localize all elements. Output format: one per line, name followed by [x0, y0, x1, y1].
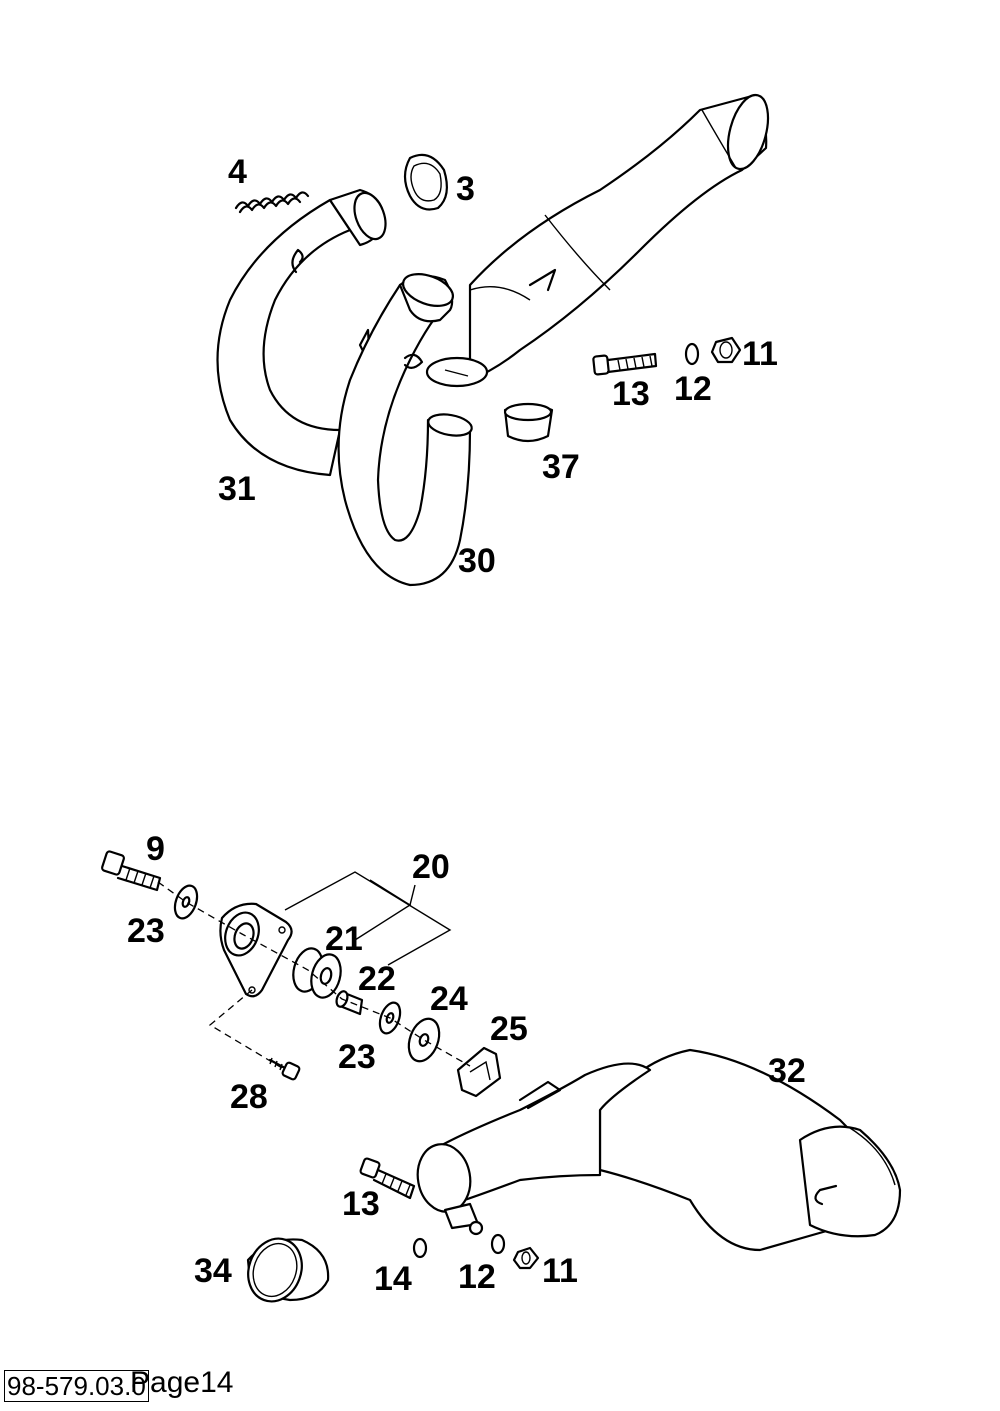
- callout-28: 28: [230, 1078, 268, 1116]
- callout-30: 30: [458, 542, 496, 580]
- collar-37-part: [503, 402, 554, 443]
- assembly-lines: [157, 881, 471, 1069]
- muffler-32-part: [598, 1048, 902, 1252]
- washer-14-part: [412, 1237, 428, 1259]
- callout-24: 24: [430, 980, 468, 1018]
- spring-part: [234, 191, 310, 214]
- callout-13-bottom: 13: [342, 1185, 380, 1223]
- callout-37: 37: [542, 448, 580, 486]
- gasket-part: [403, 153, 449, 211]
- callout-21: 21: [325, 920, 363, 958]
- pipe-joint-part: [425, 356, 489, 388]
- callout-14: 14: [374, 1260, 412, 1298]
- drawing-reference-number: 98-579.03.0: [4, 1370, 149, 1402]
- callout-4: 4: [228, 153, 247, 191]
- silencer-pipe-part: [416, 1062, 652, 1236]
- expansion-chamber-part: [468, 93, 770, 382]
- callout-9: 9: [146, 830, 165, 868]
- callout-11-top: 11: [742, 335, 778, 373]
- header-pipe-30-part: [337, 273, 473, 587]
- washer-12-top-part: [684, 342, 700, 366]
- rubber-grommet-21-part: [292, 947, 342, 999]
- bolt-28-part: [268, 1057, 301, 1081]
- callout-23-b: 23: [338, 1038, 376, 1076]
- washer-24-hole: [418, 1033, 430, 1047]
- callout-12-bottom: 12: [458, 1258, 496, 1296]
- bolt-9-part: [101, 850, 162, 892]
- callout-13-top: 13: [612, 375, 650, 413]
- nut-11-bottom-part: [512, 1246, 540, 1270]
- leader-lines-20: [284, 871, 452, 966]
- callout-34: 34: [194, 1252, 232, 1290]
- callout-23-a: 23: [127, 912, 165, 950]
- callout-3: 3: [456, 170, 475, 208]
- sleeve-34-part: [246, 1237, 330, 1303]
- callout-11-bottom: 11: [542, 1252, 578, 1290]
- callout-22: 22: [358, 960, 396, 998]
- page-number: Page14: [130, 1366, 234, 1399]
- clip-25-part: [456, 1046, 502, 1098]
- mounting-bracket-part: [219, 902, 293, 998]
- callout-25: 25: [490, 1010, 528, 1048]
- washer-12-bottom-part: [490, 1233, 506, 1255]
- callout-31: 31: [218, 470, 256, 508]
- bolt-13-bottom-part: [359, 1157, 416, 1200]
- nut-11-top-part: [710, 336, 742, 364]
- bolt-13-top-part: [592, 352, 658, 376]
- callout-20: 20: [412, 848, 450, 886]
- callout-32: 32: [768, 1052, 806, 1090]
- callout-12-top: 12: [674, 370, 712, 408]
